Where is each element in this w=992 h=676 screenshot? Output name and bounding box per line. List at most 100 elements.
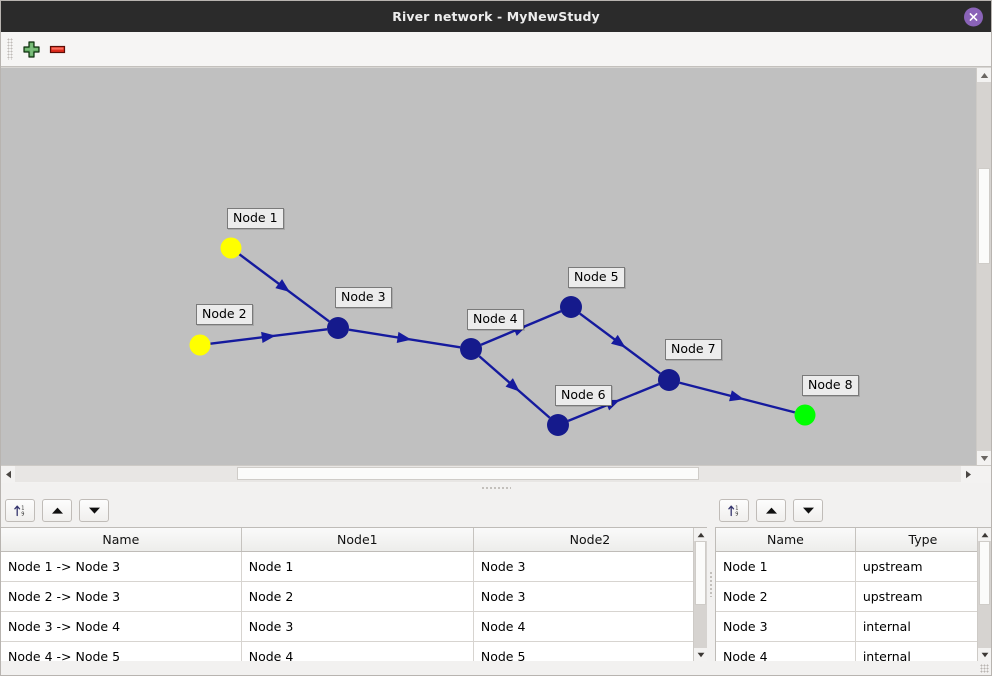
scroll-up-button[interactable] (977, 68, 991, 82)
canvas-vertical-scrollbar[interactable] (976, 68, 991, 465)
triangle-right-icon (965, 470, 971, 478)
canvas-horizontal-scrollbar[interactable] (1, 465, 991, 483)
close-button[interactable] (964, 7, 983, 26)
nodes-vertical-scrollbar[interactable] (977, 528, 991, 661)
nodes-cell[interactable]: internal (855, 611, 991, 642)
canvas-vscroll-thumb[interactable] (978, 168, 990, 264)
river-network-canvas[interactable]: Node 1 Node 2 Node 3 Node 4 Node 5 Node 6 Node… (1, 67, 991, 465)
reaches-cell[interactable]: Node 1 (241, 551, 474, 582)
red-minus-icon (49, 45, 65, 53)
graph-node-label-node-8[interactable]: Node 8 (802, 375, 859, 396)
reaches-cell[interactable]: Node 4 (473, 611, 707, 642)
window-resize-grip[interactable] (980, 664, 989, 673)
reaches-cell[interactable]: Node 4 (241, 641, 474, 661)
nodes-cell[interactable]: Node 4 (716, 641, 856, 661)
nodes-move-up-button[interactable] (756, 498, 786, 522)
graph-edge-arrow (611, 334, 626, 348)
nodes-vscroll-thumb[interactable] (979, 541, 990, 605)
nodes-cell[interactable]: Node 1 (716, 551, 856, 582)
horizontal-splitter[interactable] (1, 483, 991, 493)
svg-text:9: 9 (21, 511, 24, 517)
toolbar-drag-handle[interactable] (7, 38, 13, 60)
reaches-vertical-scrollbar[interactable] (693, 528, 707, 661)
graph-node-label-node-1[interactable]: Node 1 (227, 208, 284, 229)
canvas-hscroll-thumb[interactable] (237, 467, 699, 480)
vertical-splitter[interactable] (707, 493, 715, 675)
reaches-cell[interactable]: Node 3 -> Node 4 (1, 611, 242, 642)
graph-node-node-3[interactable] (327, 317, 349, 339)
canvas-hscroll-track[interactable] (15, 466, 961, 482)
graph-node-label-node-5[interactable]: Node 5 (568, 267, 625, 288)
reaches-cell[interactable]: Node 2 -> Node 3 (1, 581, 242, 612)
graph-node-node-2[interactable] (189, 334, 211, 356)
graph-node-label-node-3[interactable]: Node 3 (335, 287, 392, 308)
graph-node-node-6[interactable] (547, 414, 569, 436)
reaches-vscroll-thumb[interactable] (695, 541, 706, 605)
graph-node-label-node-4[interactable]: Node 4 (467, 309, 524, 330)
nodes-cell[interactable]: upstream (855, 581, 991, 612)
canvas-vscroll-track[interactable] (977, 82, 991, 451)
nodes-cell[interactable]: upstream (855, 551, 991, 582)
graph-node-node-7[interactable] (658, 369, 680, 391)
reaches-scroll-down-button[interactable] (694, 648, 707, 661)
nodes-cell[interactable]: internal (855, 641, 991, 661)
nodes-move-down-button[interactable] (793, 498, 823, 522)
nodes-column-header[interactable]: Name (716, 528, 856, 552)
graph-node-label-node-7[interactable]: Node 7 (665, 339, 722, 360)
reaches-cell[interactable]: Node 2 (241, 581, 474, 612)
graph-node-node-1[interactable] (220, 237, 242, 259)
reaches-cell[interactable]: Node 3 (473, 581, 707, 612)
graph-edge-arrow (396, 331, 412, 343)
triangle-left-icon (5, 470, 11, 478)
nodes-cell[interactable]: Node 3 (716, 611, 856, 642)
triangle-up-icon (697, 532, 704, 537)
graph-node-label-node-2[interactable]: Node 2 (196, 304, 253, 325)
reaches-cell[interactable]: Node 3 (241, 611, 474, 642)
reaches-cell[interactable]: Node 3 (473, 551, 707, 582)
reaches-column-header[interactable]: Node2 (473, 528, 707, 552)
graph-node-node-5[interactable] (560, 296, 582, 318)
triangle-down-icon (981, 652, 988, 657)
graph-node-node-8[interactable] (794, 404, 816, 426)
reaches-sort-button[interactable]: 1 9 (5, 498, 35, 522)
scroll-down-button[interactable] (977, 451, 991, 465)
scroll-right-button[interactable] (961, 466, 975, 482)
reaches-move-down-button[interactable] (79, 498, 109, 522)
graph-drawing-area[interactable]: Node 1 Node 2 Node 3 Node 4 Node 5 Node 6 Node… (1, 68, 976, 465)
reaches-column-header[interactable]: Name (1, 528, 242, 552)
nodes-vscroll-track[interactable] (978, 541, 991, 648)
reaches-move-up-button[interactable] (42, 498, 72, 522)
nodes-sort-button[interactable]: 1 9 (719, 498, 749, 522)
reaches-cell[interactable]: Node 5 (473, 641, 707, 661)
graph-node-label-node-6[interactable]: Node 6 (555, 385, 612, 406)
nodes-scroll-up-button[interactable] (978, 528, 991, 541)
arrow-down-icon (88, 507, 100, 514)
reaches-column-header[interactable]: Node1 (241, 528, 474, 552)
nodes-scroll-down-button[interactable] (978, 648, 991, 661)
arrow-down-icon (802, 507, 814, 514)
delete-node-button[interactable] (44, 36, 70, 62)
reaches-scroll-up-button[interactable] (694, 528, 707, 541)
graph-node-node-4[interactable] (460, 338, 482, 360)
nodes-cell[interactable]: Node 2 (716, 581, 856, 612)
nodes-column-header[interactable]: Type (855, 528, 991, 552)
add-node-button[interactable] (18, 36, 44, 62)
reaches-vscroll-track[interactable] (694, 541, 707, 648)
reaches-cell[interactable]: Node 4 -> Node 5 (1, 641, 242, 661)
scroll-left-button[interactable] (1, 466, 15, 482)
reaches-cell[interactable]: Node 1 -> Node 3 (1, 551, 242, 582)
graph-edge-arrow (261, 331, 276, 343)
